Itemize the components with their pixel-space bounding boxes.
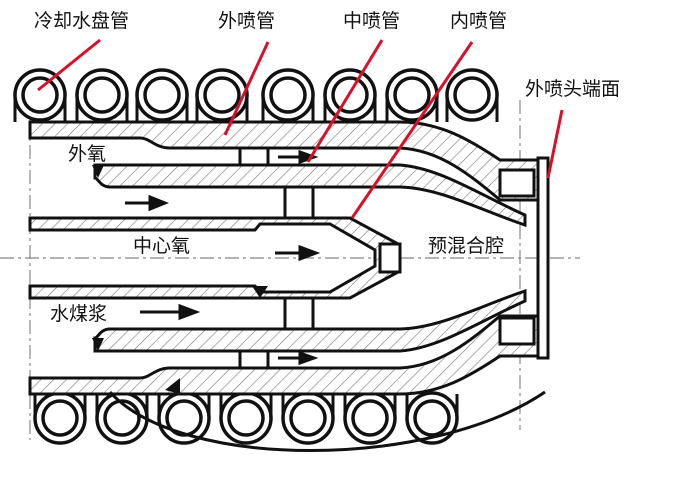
bottom-coil-return-curve [108, 390, 546, 452]
coil-tube [95, 391, 149, 445]
label-outer-oxygen: 外氧 [68, 143, 106, 165]
coil-tube [135, 68, 189, 122]
coil-tube [323, 68, 377, 122]
coil-tube [405, 391, 459, 445]
outer-nozzle-bottom-wall [28, 314, 542, 396]
bottom-cooling-coils [33, 391, 459, 445]
coil-tube [219, 391, 273, 445]
coil-tube [343, 391, 397, 445]
weld-marks [92, 165, 268, 394]
arrow-right-icon [278, 350, 319, 366]
arrow-right-icon [275, 244, 321, 262]
coil-tube [33, 391, 87, 445]
label-coal-water-slurry: 水煤浆 [50, 303, 107, 325]
coil-tube [261, 68, 315, 122]
arrow-right-icon [140, 303, 201, 321]
top-cooling-coils [13, 68, 499, 122]
tip-cooling-chamber-bottom [498, 316, 536, 346]
label-outer-nozzle: 外喷管 [218, 10, 275, 32]
spacer-ribs [238, 148, 315, 368]
inner-nozzle-orifice [378, 242, 402, 274]
label-middle-nozzle: 中喷管 [343, 10, 400, 32]
coil-tube [195, 68, 249, 122]
outer-tip-end-face [536, 156, 550, 360]
coil-tube [281, 391, 335, 445]
label-inner-nozzle: 内喷管 [450, 10, 507, 32]
label-cooling-coil: 冷却水盘管 [34, 10, 129, 32]
label-outer-tip-face: 外喷头端面 [525, 78, 620, 100]
leader-lines [37, 38, 564, 219]
label-premix-chamber: 预混合腔 [428, 235, 504, 257]
flow-arrows [125, 149, 321, 366]
arrow-right-icon [278, 149, 319, 165]
coil-tube [157, 391, 211, 445]
arrow-right-icon [125, 194, 170, 212]
coil-tube [75, 68, 129, 122]
outer-nozzle-top-wall [28, 120, 542, 202]
coil-tube [385, 68, 439, 122]
coil-tube [13, 68, 67, 122]
middle-nozzle-bottom-wall [93, 288, 527, 353]
coil-tube [445, 68, 499, 122]
middle-nozzle-top-wall [93, 163, 527, 228]
label-center-oxygen: 中心氧 [133, 235, 190, 257]
tip-cooling-chamber-top [498, 168, 536, 198]
